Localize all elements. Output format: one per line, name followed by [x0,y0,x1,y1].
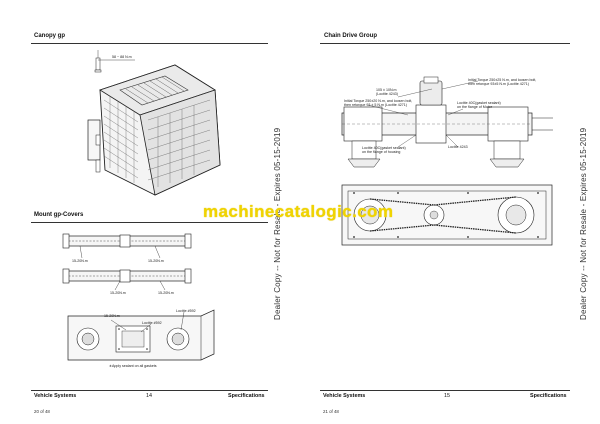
mount-covers-illustration [62,233,192,291]
right-page-of-count: 21 of 48 [323,409,339,414]
machinecatalogic-watermark: machinecatalogic.com [203,202,394,221]
mount-rule [31,222,268,223]
footer-left-page-number: 14 [146,393,152,399]
cover-detail-torque-label: 15-20N.m [104,314,120,318]
mount-section-title: Mount gp-Covers [34,212,84,218]
chain-drive-illustration [341,76,553,246]
loctite-4243-label: Loctite 4243 [448,145,468,149]
footer-left-title: Vehicle Systems [34,393,77,399]
cover-detail-loctite-label-2: Loctite #592 [176,309,196,313]
mount-label-3: 15-20N.m [110,291,126,295]
cover-detail-loctite-label-1: Loctite #592 [142,321,162,325]
header-rule-left [31,43,268,44]
footer-right-title: Vehicle Systems [323,393,366,399]
footer-rule-right [320,390,570,391]
mount-label-4: 15-20N.m [158,291,174,295]
footer-left-specifications: Specifications [228,393,265,399]
chain-torque-left-label: Initial Torque 250±20 N.m, and loosen bo… [344,99,413,108]
loctite-motor-label: Loctite 40C(gasket sealant) on the flang… [457,101,501,110]
sealant-note: ∗Apply sealant on all gaskets [109,364,157,368]
footer-rule-left [31,390,268,391]
left-page-of-count: 20 of 48 [34,409,50,414]
header-rule-right [320,43,570,44]
chain-torque-top-label: 105 ± 10N.m (Loctite 4243) [376,88,398,97]
canopy-illustration [87,50,221,196]
canopy-torque-label: 58 ~ 88 N.m [112,55,132,59]
footer-right-specifications: Specifications [530,393,567,399]
loctite-housing-label: Loctite 40C(gasket sealant) on the flang… [362,146,406,155]
mount-label-1: 15-20N.m [72,259,88,263]
mount-label-2: 15-20N.m [148,259,164,263]
dealer-copy-side-text-right: Dealer Copy -- Not for Resale - Expires … [579,127,588,320]
cover-detail-illustration [67,309,215,361]
chain-torque-right-label: Initial Torque 250±25 N.m, and loosen bo… [468,78,537,87]
canopy-leader-line [98,59,135,61]
dealer-copy-side-text-left: Dealer Copy -- Not for Resale - Expires … [273,127,282,320]
chain-drive-section-title: Chain Drive Group [324,33,378,39]
footer-right-page-number: 15 [444,393,450,399]
canopy-section-title: Canopy gp [34,33,65,39]
